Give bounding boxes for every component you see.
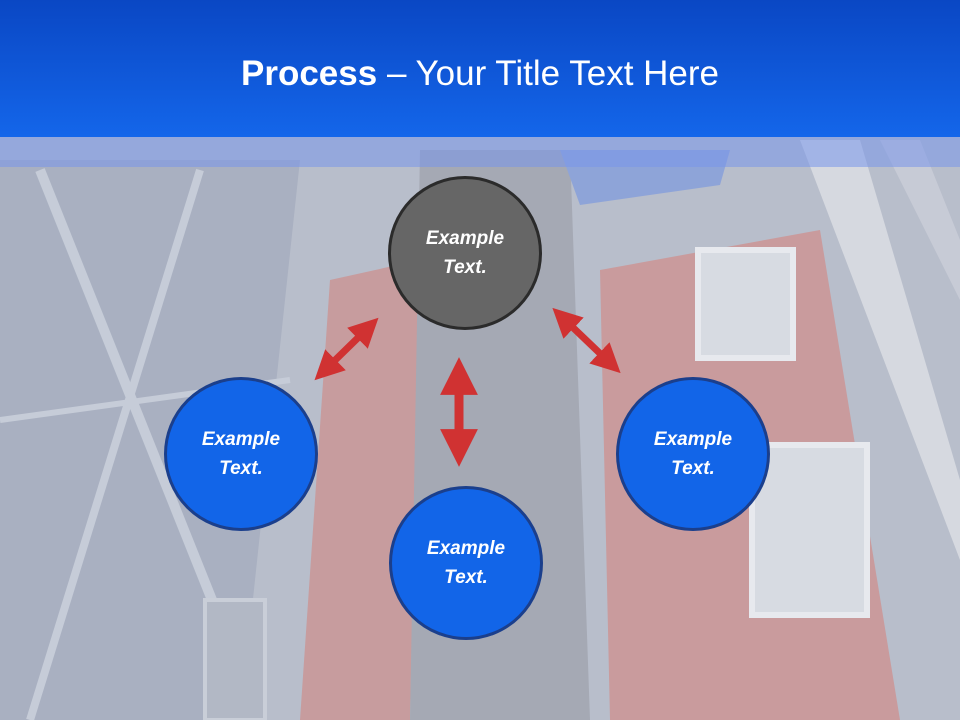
node-right: Example Text. [616, 377, 770, 531]
node-left: Example Text. [164, 377, 318, 531]
node-top: Example Text. [388, 176, 542, 330]
node-bottom-line2: Text. [444, 567, 488, 588]
node-top-line2: Text. [443, 257, 487, 278]
node-bottom-line1: Example [426, 538, 506, 559]
node-left-line1: Example [201, 429, 281, 450]
node-right-line1: Example [653, 429, 733, 450]
slide-title: Process – Your Title Text Here [0, 52, 960, 96]
node-left-line2: Text. [219, 458, 263, 479]
arrow-top-right [552, 307, 621, 374]
node-top-line1: Example [425, 228, 505, 249]
arrow-top-left [314, 317, 379, 381]
node-bottom: Example Text. [389, 486, 543, 640]
title-bold: Process [241, 54, 378, 93]
node-right-line2: Text. [671, 458, 715, 479]
title-rest: – Your Title Text Here [377, 54, 719, 93]
header-bar [0, 0, 960, 137]
header-accent-band [0, 137, 960, 167]
